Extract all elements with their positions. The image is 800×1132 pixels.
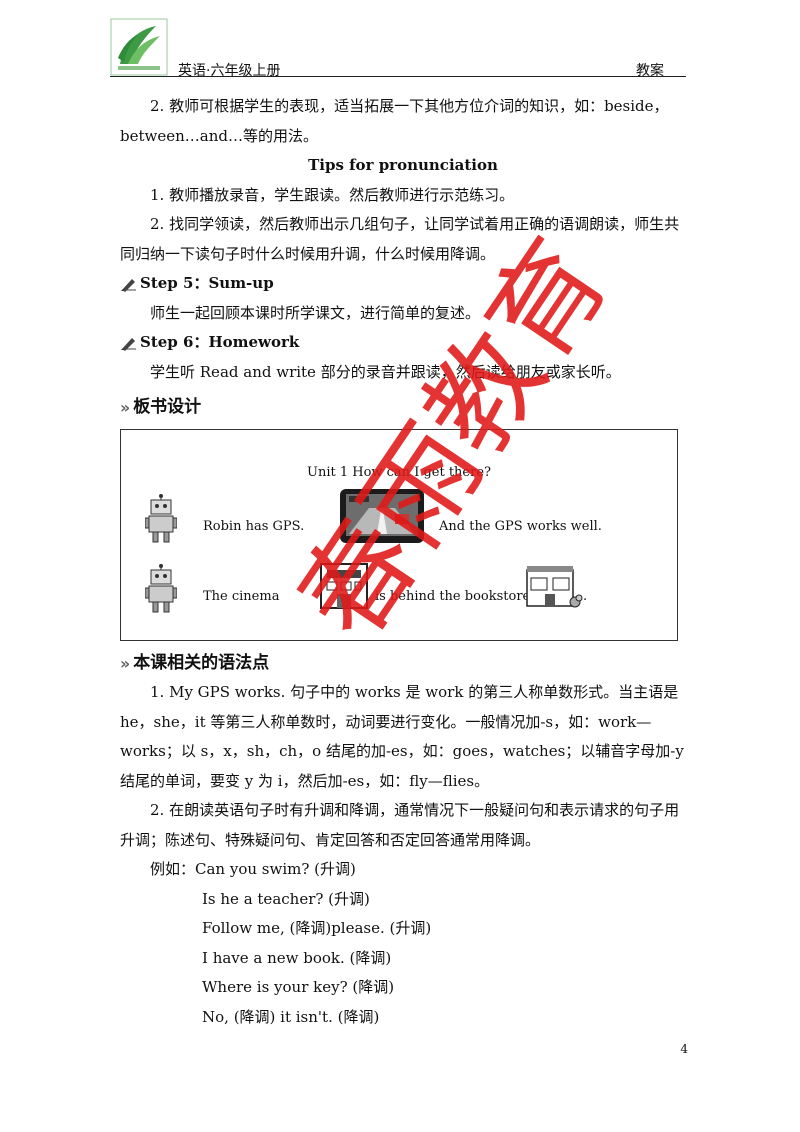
example-line-4: I have a new book. (降调)	[202, 948, 392, 967]
robot-icon	[145, 563, 177, 612]
board-title: Unit 1 How can I get there?	[306, 464, 491, 480]
examples-block: 例如：Can you swim? (升调) Is he a teacher? (…	[120, 855, 686, 1032]
example-text: Can you swim? (升调)	[195, 860, 356, 878]
board-row1-text-b: And the GPS works well.	[439, 518, 602, 534]
step5-heading: Step 5：Sum-up	[120, 269, 686, 299]
paragraph-prepositions: 2. 教师可根据学生的表现，适当拓展一下其他方位介词的知识，如：beside，b…	[120, 97, 669, 145]
header-subject: 英语·六年级上册	[178, 63, 281, 79]
grammar-point-1: 1. My GPS works. 句子中的 works 是 work 的第三人称…	[120, 683, 684, 790]
example-line-2: Is he a teacher? (升调)	[202, 889, 370, 908]
double-chevron-icon: ››	[120, 653, 130, 673]
page-header: 英语·六年级上册 教案	[110, 18, 686, 79]
example-label: 例如：	[150, 860, 196, 878]
grammar-point-2: 2. 在朗读英语句子时有升调和降调，通常情况下一般疑问句和表示请求的句子用升调；…	[120, 801, 680, 849]
bookstore-building-icon	[526, 565, 583, 607]
step6-text: 学生听 Read and write 部分的录音并跟读，然后读给朋友或家长听。	[150, 362, 621, 381]
header-divider	[110, 76, 686, 77]
header-doc-type: 教案	[636, 63, 664, 79]
pen-icon	[121, 337, 136, 351]
board-design-heading: ›› 板书设计	[120, 393, 686, 423]
board-row1-text-a: Robin has GPS.	[203, 518, 305, 534]
tips-title: Tips for pronunciation	[308, 156, 498, 174]
robot-icon	[145, 493, 177, 542]
example-line-1: 例如：Can you swim? (升调)	[120, 855, 686, 885]
double-chevron-icon: ››	[120, 398, 130, 417]
board-design-title: 板书设计	[133, 397, 202, 417]
page-number: 4	[680, 1042, 688, 1056]
tips-item-1: 1. 教师播放录音，学生跟读。然后教师进行示范练习。	[150, 185, 515, 204]
publisher-logo-icon	[110, 18, 168, 76]
board-row2-text-c: .	[583, 588, 588, 604]
grammar-heading: ›› 本课相关的语法点	[120, 649, 686, 679]
example-line-6: No, (降调) it isn't. (降调)	[202, 1007, 380, 1026]
cinema-building-icon	[320, 562, 368, 609]
gps-device-icon	[340, 488, 424, 543]
tips-item-2: 2. 找同学领读，然后教师出示几组句子，让同学试着用正确的语调朗读，师生共同归纳…	[120, 215, 680, 263]
pen-icon	[121, 278, 136, 292]
example-line-3: Follow me, (降调)please. (升调)	[202, 919, 432, 937]
step6-title: Step 6：Homework	[140, 333, 300, 351]
step5-text: 师生一起回顾本课时所学课文，进行简单的复述。	[150, 303, 481, 322]
step5-title: Step 5：Sum-up	[140, 274, 274, 292]
grammar-title: 本课相关的语法点	[133, 652, 270, 673]
step6-heading: Step 6：Homework	[120, 328, 686, 358]
example-line-5: Where is your key? (降调)	[202, 978, 395, 996]
page-content: 2. 教师可根据学生的表现，适当拓展一下其他方位介词的知识，如：beside，b…	[120, 92, 686, 1032]
board-row2-text-a: The cinema	[203, 588, 280, 604]
blackboard-design: Unit 1 How can I get there? Robin has GP…	[120, 428, 678, 641]
board-row2-text-b: is behind the bookstore	[375, 588, 531, 604]
